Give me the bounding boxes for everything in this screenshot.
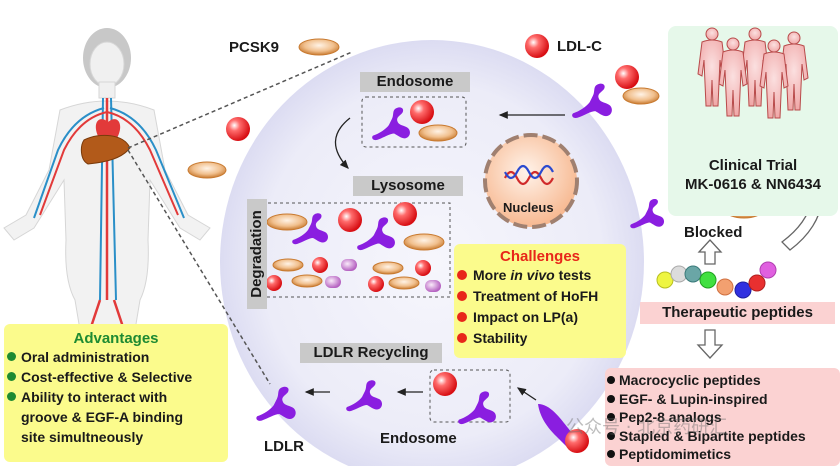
advantages-item: Oral administration [4, 347, 228, 367]
nucleus [483, 133, 579, 229]
challenges-item: Stability [454, 328, 626, 349]
ldlr-receptor-icon [572, 83, 612, 118]
pcsk9-particle [418, 124, 458, 142]
peptide-type-item: EGF- & Lupin-inspired [605, 390, 840, 409]
therapeutic-peptides-label: Therapeutic peptides [640, 302, 835, 324]
pcsk9-legend-particle [298, 38, 340, 56]
lysosome-label: Lysosome [353, 176, 463, 196]
nucleus-label: Nucleus [503, 200, 554, 215]
peptide-types-panel: Macrocyclic peptides EGF- & Lupin-inspir… [605, 368, 840, 466]
ldl-particle [226, 117, 250, 141]
challenges-title: Challenges [499, 248, 581, 265]
ldlr-membrane-complex [538, 404, 589, 453]
zoom-line-top [127, 51, 353, 149]
ldlr-label: LDLR [264, 438, 304, 455]
clinical-trial-drugs: MK-0616 & NN6434 [685, 176, 821, 193]
bullet-icon [607, 394, 615, 403]
ldlc-label: LDL-C [557, 38, 602, 55]
ldl-particle [433, 372, 457, 396]
endosome-top-box [361, 96, 467, 148]
peptide-chain [656, 261, 777, 299]
bullet-icon [607, 413, 615, 421]
degradation-label: Degradation [247, 199, 267, 309]
challenges-list: More in vivo tests Treatment of HoFH Imp… [454, 265, 626, 349]
challenges-item: Treatment of HoFH [454, 286, 626, 307]
ldlr-recycling-label: LDLR Recycling [300, 343, 442, 363]
peptide-types-list: Macrocyclic peptides EGF- & Lupin-inspir… [605, 371, 840, 464]
hollow-up-arrow-icon [697, 239, 723, 265]
blocked-label: Blocked [684, 224, 743, 241]
bullet-icon [457, 333, 467, 343]
pcsk9-particle [622, 87, 660, 105]
bullet-icon [7, 352, 16, 361]
advantages-item-continued: groove & EGF-A binding [21, 409, 184, 425]
hollow-down-arrow-icon [696, 329, 724, 359]
endosome-bottom-label: Endosome [380, 430, 457, 447]
ldl-particle [410, 100, 434, 124]
peptide-type-item: Pep2-8 analogs [605, 408, 840, 427]
bullet-icon [607, 376, 615, 384]
watermark: 公众号 · 北京药研汇 [566, 417, 728, 438]
advantages-item: Ability to interact with [4, 387, 228, 407]
bullet-icon [457, 291, 467, 301]
ldlc-legend-particle [525, 34, 549, 58]
bullet-icon [607, 431, 615, 440]
endosome-bottom-box [429, 369, 511, 423]
challenges-item: More in vivo tests [454, 265, 626, 286]
recycling-arrow [516, 387, 537, 401]
pcsk9-label: PCSK9 [229, 39, 280, 56]
challenges-item: Impact on LP(a) [454, 307, 626, 328]
ldl-particle [615, 65, 639, 89]
advantages-item-continued: site simultneously [21, 429, 144, 445]
endosome-top-label: Endosome [360, 72, 470, 92]
peptide-type-item: Peptidomimetics [605, 445, 840, 464]
bullet-icon [607, 450, 615, 458]
bullet-icon [457, 312, 467, 322]
advantages-panel: Advantages Oral administration Cost-effe… [4, 324, 228, 462]
advantages-item: Cost-effective & Selective [4, 367, 228, 387]
peptide-type-item: Macrocyclic peptides [605, 371, 840, 390]
bullet-icon [7, 392, 16, 401]
clinical-trial-caption: Clinical Trial MK-0616 & NN6434 [668, 156, 838, 194]
lysosome-contents [266, 202, 445, 292]
clinical-trial-people-icon [697, 27, 809, 119]
advantages-list: Oral administration Cost-effective & Sel… [4, 347, 228, 447]
bullet-icon [457, 270, 467, 280]
bullet-icon [7, 372, 16, 381]
zoom-line-bottom [127, 149, 271, 385]
clinical-trial-title: Clinical Trial [708, 157, 798, 174]
advantages-title: Advantages [73, 330, 159, 347]
challenges-panel: Challenges More in vivo tests Treatment … [454, 244, 626, 358]
peptide-type-item: Stapled & Bipartite peptides [605, 427, 840, 446]
degradation-path-arrow [334, 117, 351, 169]
pcsk9-particle [187, 161, 227, 179]
human-body-figure [3, 28, 211, 331]
